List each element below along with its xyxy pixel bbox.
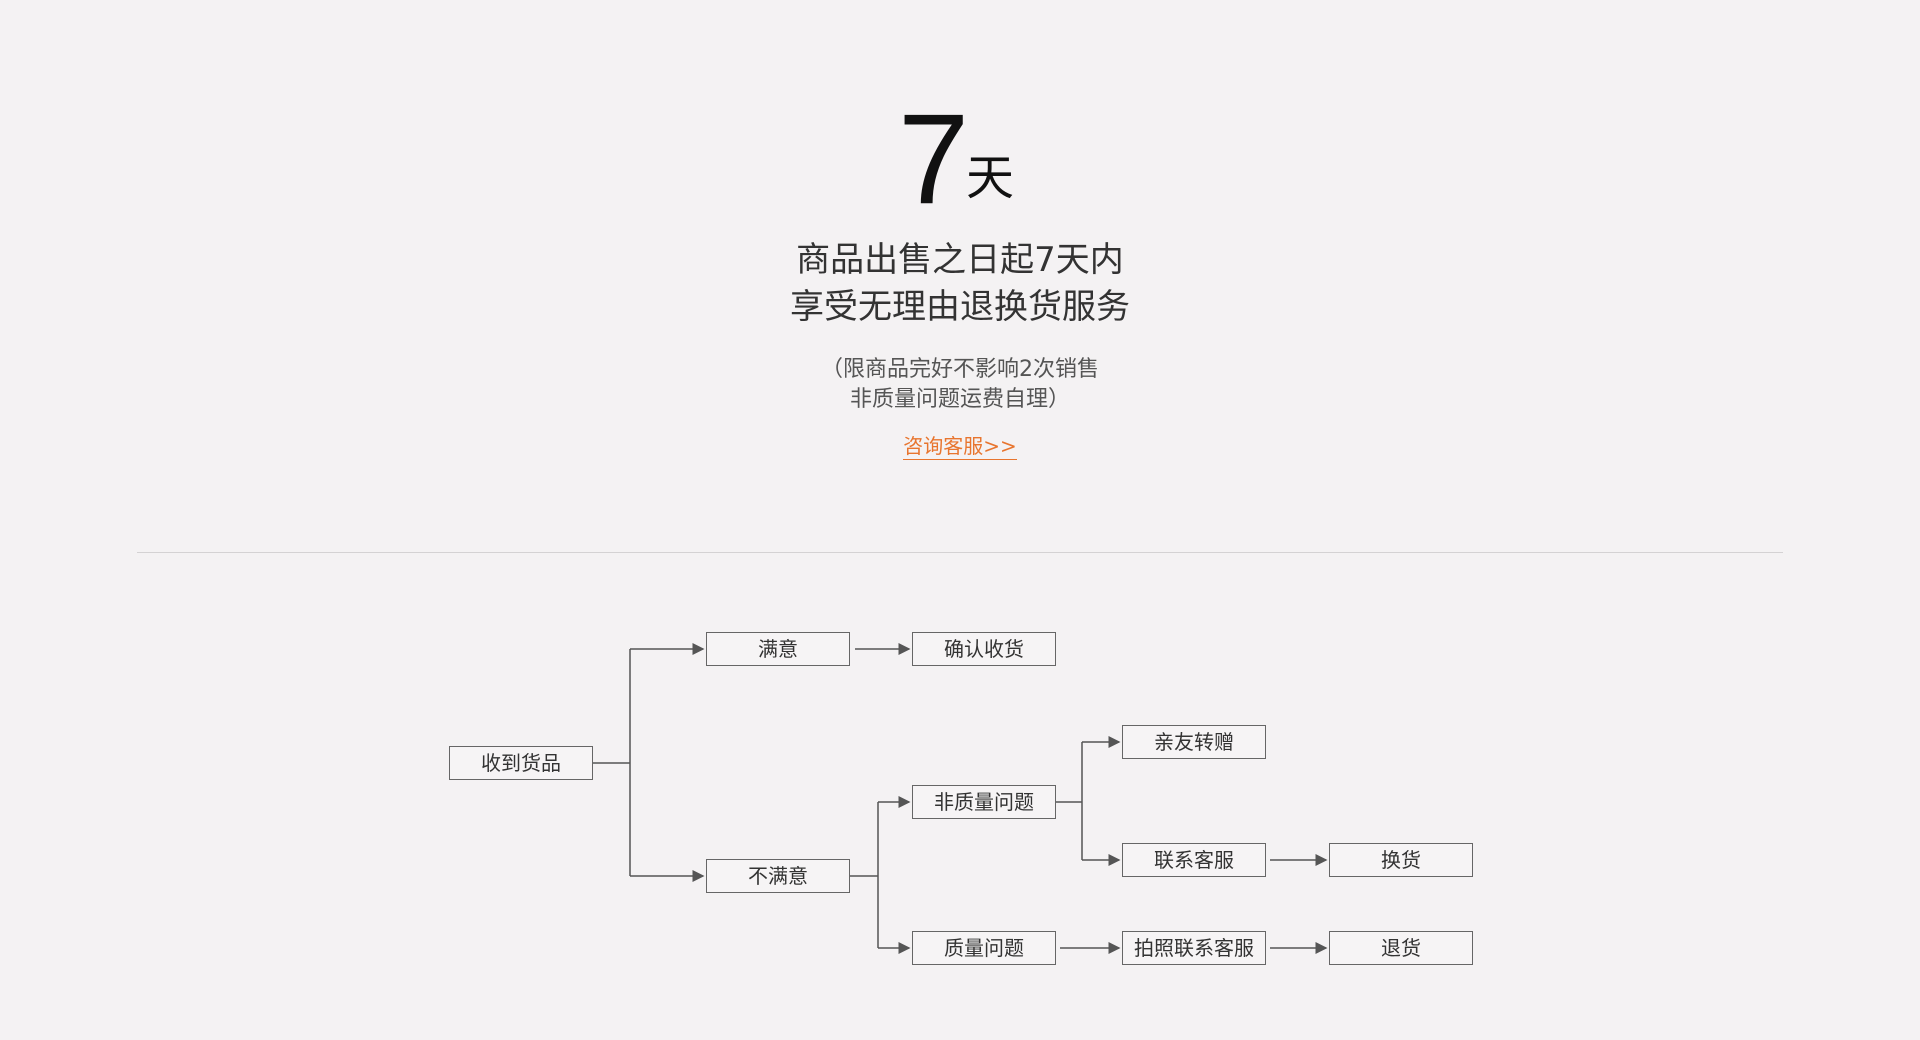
connector-non-quality-split	[1056, 742, 1083, 860]
node-unsatisfied: 不满意	[706, 859, 850, 893]
note-line-1: （限商品完好不影响2次销售	[821, 357, 1099, 382]
headline-line-2: 享受无理由退换货服务	[790, 287, 1130, 327]
node-exchange: 换货	[1329, 843, 1473, 877]
note-line-2: 非质量问题运费自理）	[849, 387, 1070, 412]
node-photo-contact: 拍照联系客服	[1122, 931, 1266, 965]
node-non-quality: 非质量问题	[912, 785, 1056, 819]
divider	[137, 552, 1783, 553]
days-number: 7	[898, 88, 970, 231]
node-contact: 联系客服	[1122, 843, 1266, 877]
node-received: 收到货品	[449, 746, 593, 780]
connector-received-split	[593, 649, 631, 876]
node-satisfied: 满意	[706, 632, 850, 666]
node-return: 退货	[1329, 931, 1473, 965]
node-quality: 质量问题	[912, 931, 1056, 965]
connector-unsatisfied-split	[850, 802, 879, 948]
contact-service-link-wrap: 咨询客服>>	[0, 432, 1920, 460]
node-confirm: 确认收货	[912, 632, 1056, 666]
days-unit: 天	[966, 150, 1015, 206]
headline-line-1: 商品出售之日起7天内	[796, 240, 1124, 280]
node-gift: 亲友转赠	[1122, 725, 1266, 759]
contact-service-link[interactable]: 咨询客服>>	[903, 434, 1017, 460]
